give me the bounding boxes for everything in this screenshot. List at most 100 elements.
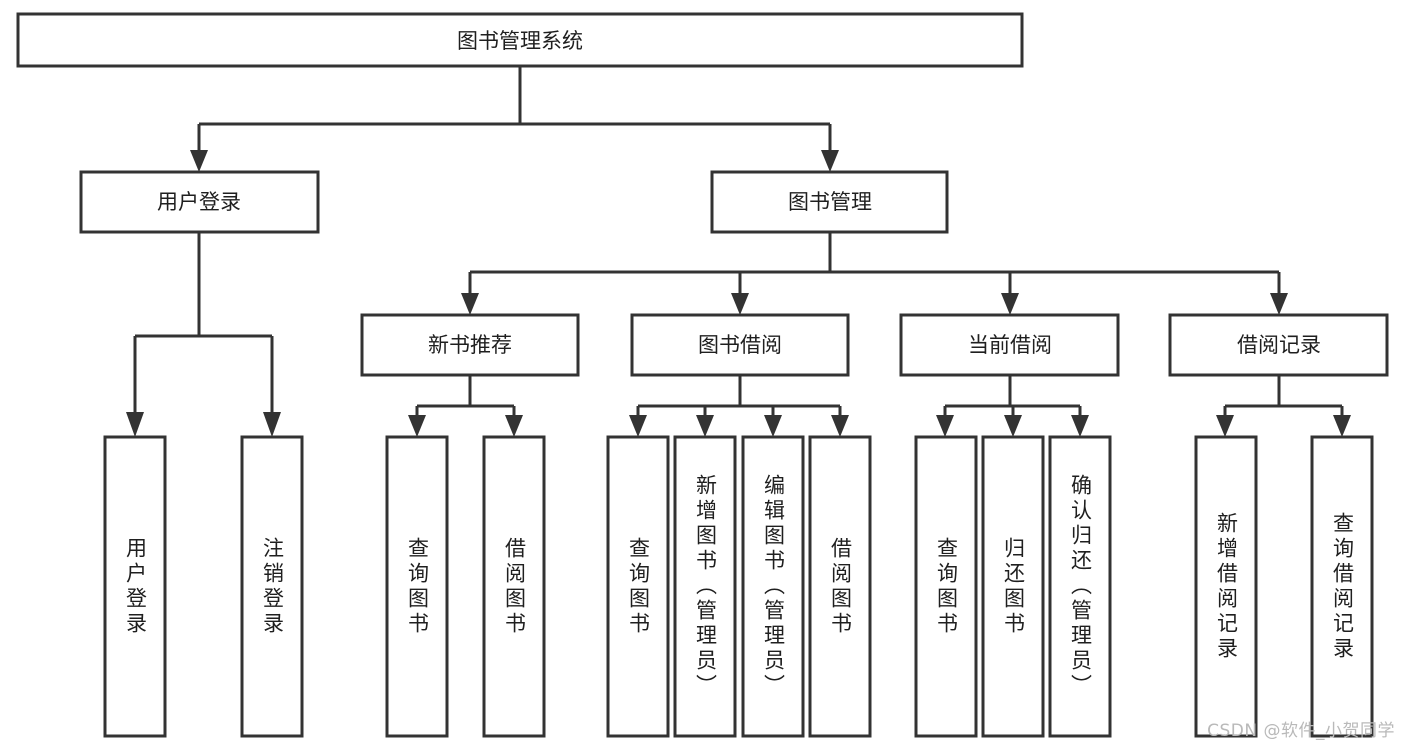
node-book-manage[interactable]: 图书管理 (710, 170, 949, 234)
leaf-add-record-box[interactable] (1194, 435, 1258, 738)
leaf-query-book-1[interactable]: 查询图书 (385, 435, 449, 738)
leaf-query-book-1-label-wrap: 查询图书 (405, 536, 430, 637)
leaf-query-book-2-box[interactable] (606, 435, 670, 738)
leaf-edit-book-label-wrap: 编辑图书（管理员） (761, 474, 786, 699)
arrow-head-leaf-query-book-2 (629, 415, 647, 437)
leaf-query-book-2-label: 查询图书 (626, 536, 651, 637)
leaf-query-record-label-wrap: 查询借阅记录 (1330, 511, 1355, 662)
node-new-book-recommend[interactable]: 新书推荐 (360, 313, 580, 377)
leaf-add-book-label-wrap: 新增图书（管理员） (693, 474, 718, 699)
arrow-head-leaf-edit-book (764, 415, 782, 437)
leaf-borrow-book-2-label-wrap: 借阅图书 (828, 536, 853, 637)
connector-group-root (190, 66, 839, 172)
leaf-user-logout[interactable]: 注销登录 (240, 435, 304, 738)
connector-group-user-login (126, 232, 281, 437)
node-current-borrow-box[interactable] (899, 313, 1120, 377)
leaf-return-book-label-wrap: 归还图书 (1001, 536, 1026, 637)
leaf-return-book[interactable]: 归还图书 (981, 435, 1045, 738)
leaf-query-book-1-box[interactable] (385, 435, 449, 738)
leaf-query-book-2-label-wrap: 查询图书 (626, 536, 651, 637)
node-root-box[interactable] (16, 12, 1024, 68)
arrow-head-leaf-confirm-return (1071, 415, 1089, 437)
node-book-manage-label: 图书管理 (788, 190, 872, 214)
leaf-confirm-return-label-wrap: 确认归还（管理员） (1068, 474, 1093, 699)
connector-group-borrow-record (1216, 375, 1351, 437)
node-root-label: 图书管理系统 (457, 29, 583, 53)
leaf-add-record[interactable]: 新增借阅记录 (1194, 435, 1258, 738)
node-root[interactable]: 图书管理系统 (16, 12, 1024, 68)
leaf-query-book-3[interactable]: 查询图书 (914, 435, 978, 738)
connector-group-book-borrow (629, 375, 849, 437)
leaf-user-login-label-wrap: 用户登录 (123, 536, 148, 637)
leaf-query-book-3-label-wrap: 查询图书 (934, 536, 959, 637)
arrow-head-user-login (190, 150, 208, 172)
arrow-head-book-manage (821, 150, 839, 172)
arrow-head-leaf-return-book (1004, 415, 1022, 437)
arrow-head-leaf-borrow-book-2 (831, 415, 849, 437)
leaf-user-logout-label-wrap: 注销登录 (261, 537, 285, 637)
arrow-head-leaf-user-logout (263, 412, 281, 437)
node-borrow-record-box[interactable] (1168, 313, 1389, 377)
connector-group-new-book-recommend (408, 375, 523, 437)
node-current-borrow-label: 当前借阅 (968, 333, 1052, 357)
leaf-borrow-book-2-box[interactable] (808, 435, 872, 738)
leaf-confirm-return-label: 确认归还（管理员） (1068, 474, 1093, 699)
leaf-return-book-label: 归还图书 (1001, 536, 1026, 637)
leaf-borrow-book-1-label-wrap: 借阅图书 (502, 536, 527, 637)
node-book-borrow[interactable]: 图书借阅 (630, 313, 850, 377)
leaf-borrow-book-1-label: 借阅图书 (502, 536, 527, 637)
leaf-borrow-book-1[interactable]: 借阅图书 (482, 435, 546, 738)
leaf-query-book-1-label: 查询图书 (405, 536, 430, 637)
connector-group-current-borrow (936, 375, 1089, 437)
arrow-head-borrow-record (1270, 293, 1288, 315)
leaf-query-record-label: 查询借阅记录 (1330, 511, 1355, 662)
leaf-borrow-book-2[interactable]: 借阅图书 (808, 435, 872, 738)
node-current-borrow[interactable]: 当前借阅 (899, 313, 1120, 377)
leaf-borrow-book-2-label: 借阅图书 (828, 536, 853, 637)
leaf-edit-book-box[interactable] (741, 435, 805, 738)
node-user-login-label: 用户登录 (157, 190, 241, 214)
leaf-user-login-label: 用户登录 (123, 536, 148, 637)
leaf-confirm-return[interactable]: 确认归还（管理员） (1048, 435, 1112, 738)
leaf-query-record[interactable]: 查询借阅记录 (1310, 435, 1374, 738)
leaf-query-book-3-label: 查询图书 (934, 536, 959, 637)
leaf-confirm-return-box[interactable] (1048, 435, 1112, 738)
node-borrow-record-label: 借阅记录 (1237, 333, 1321, 357)
node-new-book-recommend-box[interactable] (360, 313, 580, 377)
arrow-head-leaf-add-book (696, 415, 714, 437)
arrow-head-leaf-add-record (1216, 415, 1234, 437)
arrow-head-current-borrow (1001, 293, 1019, 315)
leaf-add-record-label: 新增借阅记录 (1214, 511, 1239, 662)
leaf-user-login-box[interactable] (103, 435, 167, 738)
leaf-return-book-box[interactable] (981, 435, 1045, 738)
node-book-borrow-box[interactable] (630, 313, 850, 377)
leaf-add-book-label: 新增图书（管理员） (693, 474, 718, 699)
leaf-add-book[interactable]: 新增图书（管理员） (673, 435, 737, 738)
arrow-head-leaf-query-book-1 (408, 415, 426, 437)
leaf-edit-book[interactable]: 编辑图书（管理员） (741, 435, 805, 738)
connector-group-book-manage (461, 232, 1288, 315)
leaf-user-logout-box[interactable] (240, 435, 304, 738)
arrow-head-leaf-borrow-book-1 (505, 415, 523, 437)
leaf-borrow-book-1-box[interactable] (482, 435, 546, 738)
leaf-edit-book-label: 编辑图书（管理员） (761, 474, 786, 699)
leaf-add-book-box[interactable] (673, 435, 737, 738)
arrow-head-leaf-query-record (1333, 415, 1351, 437)
csdn-watermark: CSDN @软件_小贺同学 (1207, 721, 1395, 741)
node-borrow-record[interactable]: 借阅记录 (1168, 313, 1389, 377)
leaf-user-login[interactable]: 用户登录 (103, 435, 167, 738)
arrow-head-new-book-recommend (461, 293, 479, 315)
node-book-manage-box[interactable] (710, 170, 949, 234)
leaf-query-record-box[interactable] (1310, 435, 1374, 738)
leaf-add-record-label-wrap: 新增借阅记录 (1214, 511, 1239, 662)
node-user-login-box[interactable] (79, 170, 320, 234)
arrow-head-book-borrow (731, 293, 749, 315)
node-new-book-recommend-label: 新书推荐 (428, 333, 512, 357)
arrow-head-leaf-query-book-3 (936, 415, 954, 437)
node-user-login[interactable]: 用户登录 (79, 170, 320, 234)
arrow-head-leaf-user-login (126, 412, 144, 437)
leaf-query-book-2[interactable]: 查询图书 (606, 435, 670, 738)
leaf-query-book-3-box[interactable] (914, 435, 978, 738)
